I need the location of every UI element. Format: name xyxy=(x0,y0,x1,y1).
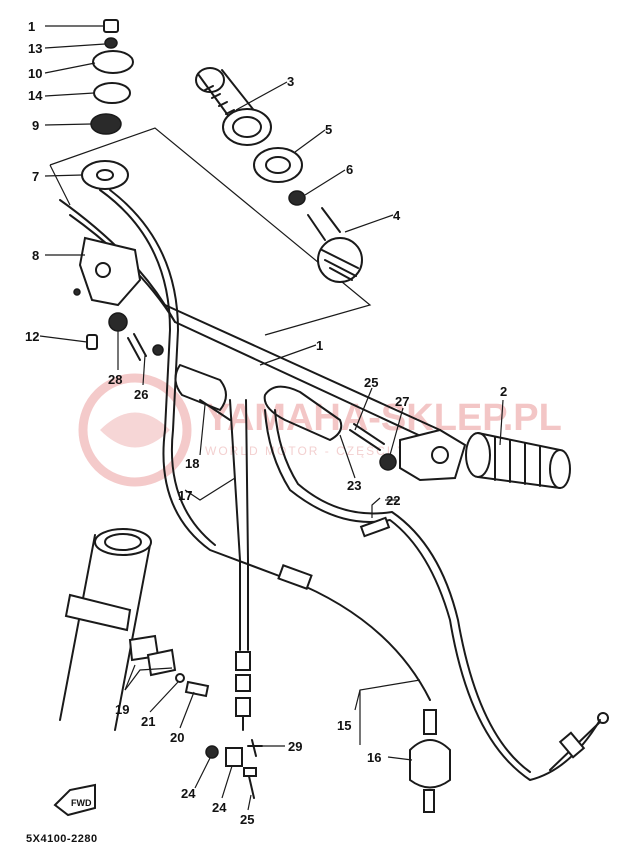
callout-4: 4 xyxy=(393,208,401,223)
bolt-icon xyxy=(103,19,119,33)
callout-15: 15 xyxy=(337,718,351,733)
right-grip-assembly xyxy=(263,385,571,489)
drawing-code: 5X4100-2280 xyxy=(26,833,98,845)
callout-8: 8 xyxy=(32,248,39,263)
assembly-box xyxy=(49,127,372,336)
callout-6: 6 xyxy=(346,162,353,177)
callout-12: 12 xyxy=(25,329,39,344)
callout-labels: 1 13 10 14 9 7 8 12 28 26 3 5 6 4 1 2 25… xyxy=(25,19,507,827)
watermark: YAMAHA-SKLEP.PL WORLD MOTOR - CZĘŚCI YAM… xyxy=(78,373,562,487)
callout-2: 2 xyxy=(500,384,507,399)
callout-13: 13 xyxy=(28,41,42,56)
callout-22: 22 xyxy=(386,493,400,508)
fork-tube xyxy=(59,528,152,731)
callout-26: 25 xyxy=(240,812,254,827)
callout-28: 24 xyxy=(212,800,227,815)
callout-24-left: 26 xyxy=(134,387,148,402)
throttle-grip-assembly xyxy=(195,67,363,283)
callout-5: 5 xyxy=(325,122,332,137)
callout-25-left: 28 xyxy=(108,372,122,387)
callout-19: 19 xyxy=(115,702,129,717)
grip-washer xyxy=(253,147,303,183)
throttle-grip xyxy=(195,67,272,146)
callout-21: 21 xyxy=(141,714,155,729)
watermark-subtext: WORLD MOTOR - CZĘŚCI YAMAHA xyxy=(205,443,459,458)
callout-20: 20 xyxy=(170,730,184,745)
callout-9: 9 xyxy=(32,118,39,133)
callout-25-right: 27 xyxy=(395,394,409,409)
callout-29: 29 xyxy=(288,739,302,754)
callout-16: 16 xyxy=(367,750,381,765)
callout-3: 3 xyxy=(287,74,294,89)
callout-27: 24 xyxy=(181,786,196,801)
leader-lines xyxy=(39,25,504,811)
fwd-label: FWD xyxy=(71,798,92,808)
lever-bracket xyxy=(73,236,142,307)
collar xyxy=(288,190,306,206)
callout-7: 7 xyxy=(32,169,39,184)
cables xyxy=(99,189,609,813)
left-fasteners xyxy=(86,312,164,361)
fwd-arrow-icon: FWD xyxy=(53,783,96,817)
watermark-logo-swoosh-icon xyxy=(100,412,170,448)
lever-holder-stack xyxy=(81,19,134,190)
watermark-logo-icon xyxy=(78,373,192,487)
callout-17: 17 xyxy=(178,488,192,503)
callout-23: 23 xyxy=(347,478,361,493)
callout-24-right: 25 xyxy=(364,375,378,390)
callout-14: 14 xyxy=(28,88,43,103)
callout-10: 10 xyxy=(28,66,42,81)
screw-icon xyxy=(73,288,81,296)
callout-18: 18 xyxy=(185,456,199,471)
cable-splitter xyxy=(409,709,451,813)
callout-11: 1 xyxy=(28,19,35,34)
gasket-icon xyxy=(93,82,131,104)
nut-icon xyxy=(90,113,122,135)
callout-1: 1 xyxy=(316,338,323,353)
throttle-tube xyxy=(307,207,363,283)
washer-icon xyxy=(104,37,118,49)
cap-icon xyxy=(92,50,134,74)
small-parts xyxy=(128,634,263,799)
